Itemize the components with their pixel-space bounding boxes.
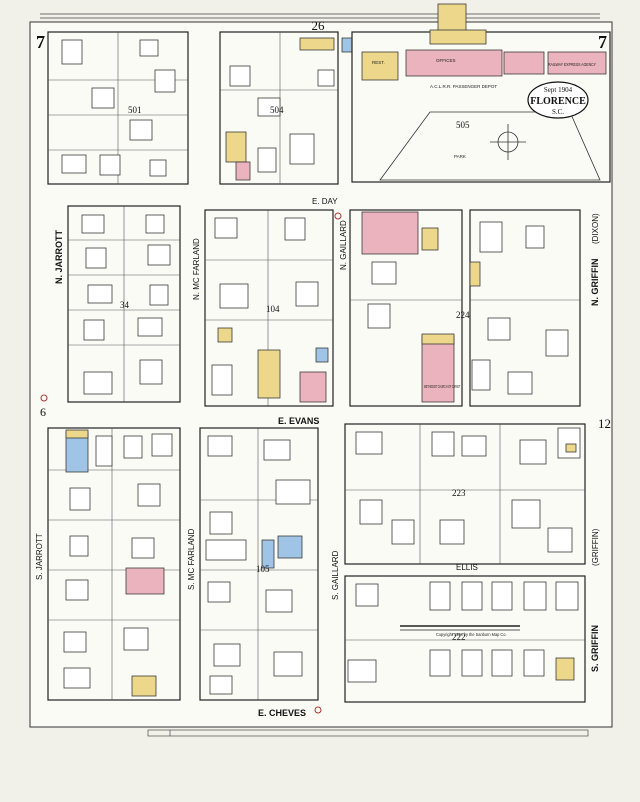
block-number-34: 34 <box>120 300 130 310</box>
sheet-number-top-left: 7 <box>36 32 45 52</box>
hydrant-marker <box>314 706 322 714</box>
street-dixon: (DIXON) <box>591 213 600 244</box>
restaurant-building <box>361 51 399 81</box>
brick-building-south <box>125 567 165 595</box>
block-number-504: 504 <box>270 105 284 115</box>
block-number-104: 104 <box>266 304 280 314</box>
depot-offices-building <box>405 49 503 77</box>
hydrant-marker <box>40 394 48 402</box>
block-105 <box>199 427 319 701</box>
label-park: PARK <box>454 154 466 159</box>
railroad-tracks <box>40 13 600 19</box>
express-agency-building <box>547 51 607 75</box>
street-e-evans: E. EVANS <box>278 416 319 426</box>
block-number-222: 222 <box>452 632 466 642</box>
block-34 <box>67 205 181 403</box>
church-building <box>421 335 455 403</box>
block-504 <box>219 31 355 185</box>
sheet-number-top: 26 <box>312 18 326 33</box>
block-223 <box>344 423 586 565</box>
label-depot: A.C.L.R.R. PASSENGER DEPOT <box>430 84 497 89</box>
brick-building-224 <box>361 211 419 255</box>
street-n-griffin: N. GRIFFIN <box>590 259 600 307</box>
street-s-gaillard: S. GAILLARD <box>331 550 340 600</box>
sheet-number-left: 6 <box>40 405 46 419</box>
label-church: METHODIST CHURCH OF CHRIST <box>424 384 461 389</box>
block-number-505: 505 <box>456 120 470 130</box>
block-number-105: 105 <box>256 564 270 574</box>
title-state: S.C. <box>552 108 564 116</box>
title-city: FLORENCE <box>530 96 586 107</box>
label-rest: REST. <box>372 60 385 65</box>
hydrant-marker <box>334 212 342 220</box>
title-date: Sept 1904 <box>544 86 573 94</box>
block-number-223: 223 <box>452 488 466 498</box>
street-s-griffin: S. GRIFFIN <box>590 625 600 672</box>
street-n-gaillard: N. GAILLARD <box>339 220 348 270</box>
block-number-224: 224 <box>456 310 470 320</box>
street-e-day: E. DAY <box>312 197 338 206</box>
label-copyright: Copyright 1904 by the Sanborn Map Co. <box>436 632 507 637</box>
block-number-501: 501 <box>128 105 142 115</box>
street-n-mcfarland: N. MC FARLAND <box>192 238 201 300</box>
block-south-jarrott <box>47 427 181 701</box>
street-e-cheves: E. CHEVES <box>258 708 306 718</box>
sheet-number-right: 12 <box>598 416 611 431</box>
street-ellis: ELLIS <box>456 563 478 572</box>
block-222 <box>344 575 586 703</box>
label-offices: OFFICES <box>436 58 456 63</box>
block-224 <box>349 209 581 407</box>
block-104 <box>204 209 334 407</box>
title-cartouche: Sept 1904 FLORENCE S.C. <box>527 81 589 119</box>
street-griffin-paren: (GRIFFIN) <box>591 528 600 566</box>
sheet-number-top-right: 7 <box>598 32 607 52</box>
street-n-jarrott: N. JARROTT <box>54 229 64 284</box>
block-505 <box>351 29 611 183</box>
block-501 <box>47 31 189 185</box>
label-express: RAILWAY EXPRESS AGENCY <box>548 62 596 68</box>
street-s-jarrott: S. JARROTT <box>35 533 44 580</box>
street-s-mcfarland: S. MC FARLAND <box>187 528 196 590</box>
scale-bar <box>147 729 589 737</box>
